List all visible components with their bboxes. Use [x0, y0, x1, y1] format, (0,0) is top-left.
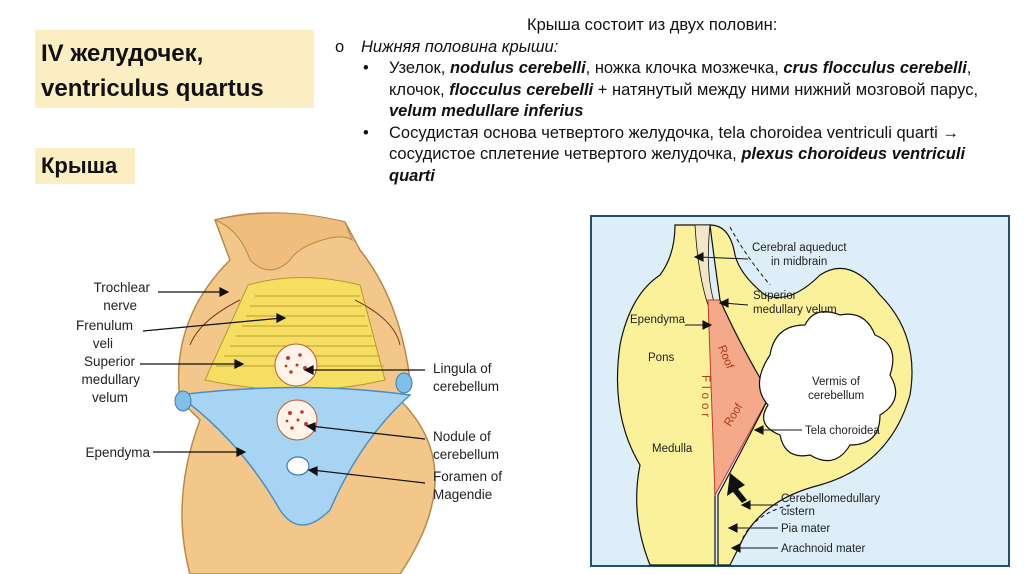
label-superior-2: medullary	[81, 372, 140, 387]
inferior-roof-ependyma	[176, 386, 412, 526]
label-lingula-1: Lingula of	[433, 361, 492, 376]
label-ependyma-right: Ependyma	[630, 314, 686, 326]
label-medulla: Medulla	[652, 443, 693, 455]
description-heading: Крыша состоит из двух половин:	[527, 16, 778, 34]
trochlear-nerve-right	[354, 299, 401, 346]
sub-list-item: o Нижняя половина крыши:	[335, 37, 985, 59]
b1-t4: crus flocculus cerebelli	[783, 59, 967, 77]
section-subtitle: Крыша	[35, 148, 135, 184]
trochlear-nerve-left	[189, 299, 241, 346]
bullet-marker-1: •	[363, 59, 369, 77]
cistern-arrow	[727, 473, 747, 503]
bullet-marker-2: •	[363, 123, 369, 142]
b2-t2: plexus choroideus ventriculi quarti	[389, 145, 966, 185]
label-trochlear-1: Trochlear	[93, 280, 150, 295]
label-arachnoid: Arachnoid mater	[781, 543, 866, 555]
label-foramen-2: Magendie	[433, 487, 492, 502]
label-tela: Tela choroidea	[805, 425, 880, 437]
b2-t1: Сосудистая основа четвертого желудочка, …	[389, 123, 959, 164]
b1-t1: Узелок,	[389, 59, 450, 77]
label-foramen-1: Foramen of	[433, 469, 502, 484]
b1-t8: velum medullare inferius	[389, 102, 584, 120]
bullet-item-1: • Узелок, nodulus cerebelli, ножка клочк…	[335, 58, 985, 123]
vermis-folia	[758, 311, 897, 462]
bullet-item-2: • Сосудистая основа четвертого желудочка…	[335, 123, 985, 188]
description-text: Крыша состоит из двух половин: o Нижняя п…	[335, 15, 985, 187]
title-line-2: ventriculus quartus	[41, 75, 264, 102]
label-superior-1: Superior	[84, 354, 136, 369]
label-nodule-2: cerebellum	[433, 447, 499, 462]
b1-t3: , ножка клочка мозжечка,	[585, 59, 784, 77]
label-trochlear-2: nerve	[103, 298, 137, 313]
fourth-ventricle-sagittal-figure: Cerebral aqueduct in midbrain Superior m…	[590, 215, 1010, 567]
fourth-ventricle-dorsal-figure: Trochlear nerve Frenulum veli Superior m…	[76, 212, 502, 574]
label-pons: Pons	[648, 352, 674, 364]
label-vermis-1: Vermis of	[812, 376, 861, 388]
b1-t6: flocculus cerebelli	[449, 80, 594, 99]
lateral-aperture-right	[395, 372, 413, 394]
lateral-aperture-left	[174, 390, 192, 412]
label-superior-3: velum	[92, 390, 128, 405]
label-vermis-2: cerebellum	[808, 390, 864, 402]
slide-title: IV желудочек, ventriculus quartus	[35, 30, 314, 108]
foramen-of-magendie	[286, 456, 310, 476]
label-frenulum-1: Frenulum	[76, 318, 133, 333]
sub-marker: o	[335, 37, 345, 56]
label-lingula-2: cerebellum	[433, 379, 499, 394]
sub-label: Нижняя половина крыши:	[361, 37, 559, 56]
label-frenulum-2: veli	[93, 336, 113, 351]
label-cistern-1: Cerebellomedullary	[781, 493, 880, 505]
b1-t2: nodulus cerebelli	[449, 59, 586, 77]
b1-t7: + натянутый между ними нижний мозговой п…	[593, 80, 979, 99]
label-cistern-2: cistern	[781, 506, 815, 518]
title-line-1: IV желудочек,	[41, 40, 204, 67]
label-nodule-1: Nodule of	[433, 429, 491, 444]
label-floor: Floor	[699, 375, 711, 421]
label-superior-velum-2: medullary velum	[753, 304, 837, 316]
label-ependyma-left: Ependyma	[85, 445, 150, 460]
b1-t5: , клочок,	[389, 59, 972, 99]
colliculi	[213, 212, 354, 271]
label-superior-velum-1: Superior	[753, 290, 797, 302]
label-aqueduct-2: in midbrain	[771, 256, 827, 268]
label-aqueduct-1: Cerebral aqueduct	[752, 242, 847, 254]
pia-dashed-line	[729, 226, 791, 546]
label-pia: Pia mater	[781, 523, 830, 535]
